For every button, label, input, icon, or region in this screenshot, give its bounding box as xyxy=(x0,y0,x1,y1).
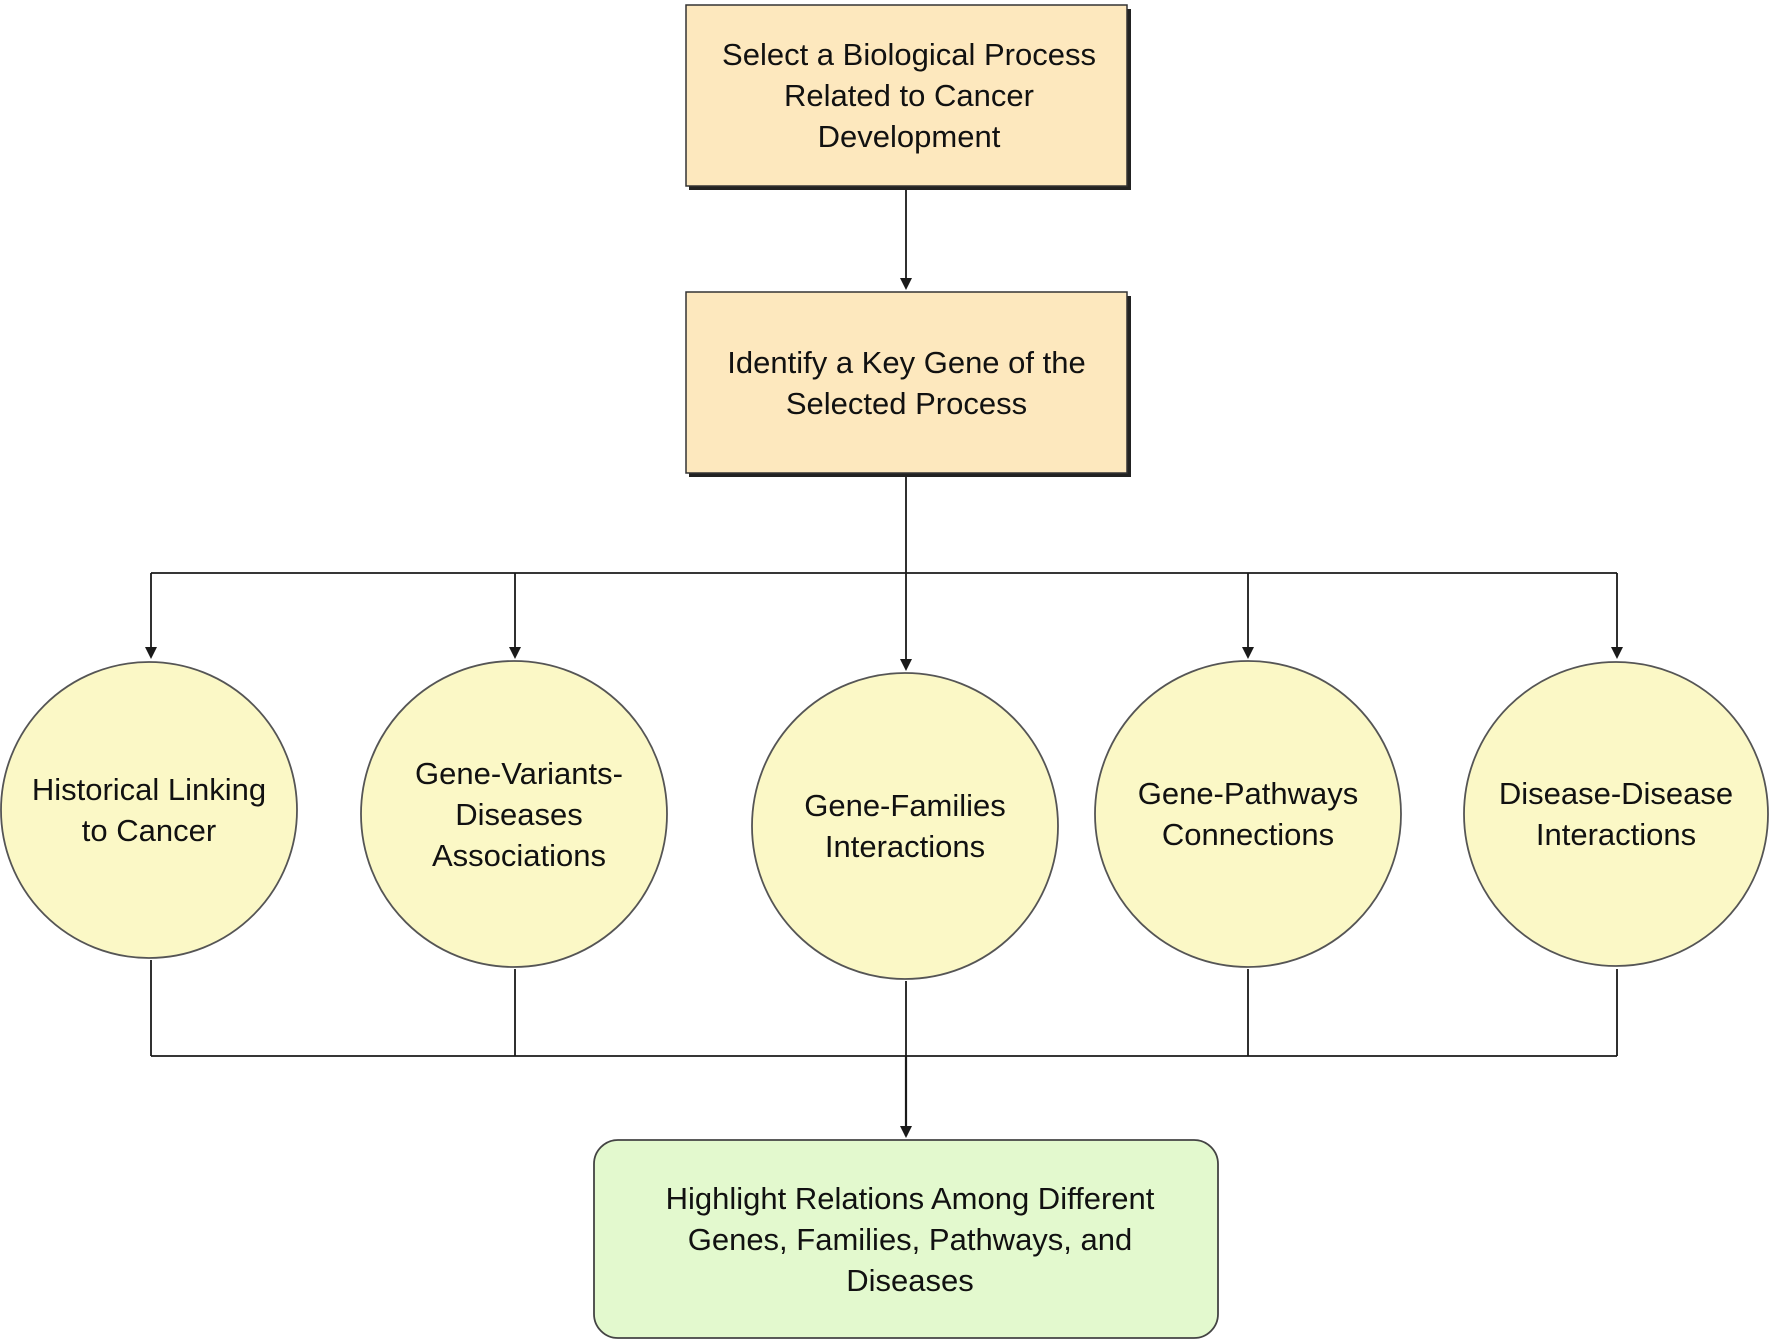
identify-gene-box xyxy=(685,291,1128,474)
select-process-label: Select a Biological Process Related to C… xyxy=(722,37,1096,154)
highlight-relations-box xyxy=(593,1139,1219,1339)
disease-disease-circle xyxy=(1463,661,1769,967)
gene-families-label: Gene-Families Interactions xyxy=(804,788,1006,864)
gene-pathways-circle xyxy=(1094,660,1402,968)
gene-pathways-label: Gene-Pathways Connections xyxy=(1137,776,1359,852)
gene-variants-circle xyxy=(360,660,668,968)
select-process-box xyxy=(685,4,1128,187)
identify-gene-label: Identify a Key Gene of the Selected Proc… xyxy=(727,344,1086,421)
historical-linking-circle xyxy=(0,661,298,959)
highlight-relations-label: Highlight Relations Among Different Gene… xyxy=(665,1180,1155,1298)
disease-disease-label: Disease-Disease Interactions xyxy=(1498,776,1734,852)
historical-linking-label: Historical Linking to Cancer xyxy=(31,772,267,848)
gene-families-circle xyxy=(751,672,1059,980)
gene-variants-label: Gene-Variants- Diseases Associations xyxy=(415,755,623,873)
